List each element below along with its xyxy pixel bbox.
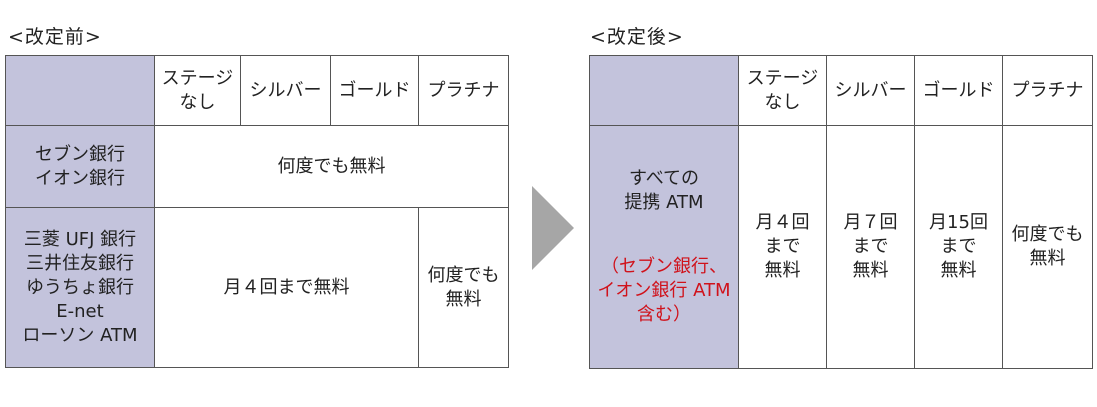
corner-cell: [589, 55, 739, 126]
right-arrow-icon: [532, 186, 574, 270]
row-label-other-banks: 三菱 UFJ 銀行 三井住友銀行 ゆうちょ銀行 E-net ローソン ATM: [5, 207, 155, 368]
before-header-row: ステージ なし シルバー ゴールド プラチナ: [5, 55, 509, 126]
after-caption: <改定後>: [590, 26, 684, 48]
after-row-all-atm: すべての 提携 ATM （セブン銀行、 イオン銀行 ATM 含む） 月４回 まで…: [589, 125, 1093, 369]
row-label-seven-aeon: セブン銀行 イオン銀行: [5, 125, 155, 208]
value-four-free: 月４回まで無料: [154, 207, 419, 368]
value-gold: 月15回 まで 無料: [914, 125, 1003, 369]
value-unlimited-free: 何度でも無料: [154, 125, 509, 208]
col-header-none: ステージ なし: [738, 55, 827, 126]
col-header-silver: シルバー: [826, 55, 915, 126]
row-label-main: すべての 提携 ATM: [624, 168, 704, 213]
value-platinum-unlimited: 何度でも 無料: [418, 207, 509, 368]
value-platinum: 何度でも 無料: [1002, 125, 1093, 369]
before-table: ステージ なし シルバー ゴールド プラチナ セブン銀行 イオン銀行 何度でも無…: [5, 55, 509, 368]
before-row-seven-aeon: セブン銀行 イオン銀行 何度でも無料: [5, 125, 509, 208]
before-row-other-banks: 三菱 UFJ 銀行 三井住友銀行 ゆうちょ銀行 E-net ローソン ATM 月…: [5, 207, 509, 368]
col-header-none: ステージ なし: [154, 55, 241, 126]
row-label-all-atm: すべての 提携 ATM （セブン銀行、 イオン銀行 ATM 含む）: [589, 125, 739, 369]
value-silver: 月７回 まで 無料: [826, 125, 915, 369]
after-table: ステージ なし シルバー ゴールド プラチナ すべての 提携 ATM （セブン銀…: [589, 55, 1093, 369]
value-none: 月４回 まで 無料: [738, 125, 827, 369]
before-caption: <改定前>: [8, 26, 102, 48]
after-header-row: ステージ なし シルバー ゴールド プラチナ: [589, 55, 1093, 126]
col-header-platinum: プラチナ: [418, 55, 509, 126]
col-header-gold: ゴールド: [330, 55, 419, 126]
col-header-platinum: プラチナ: [1002, 55, 1093, 126]
corner-cell: [5, 55, 155, 126]
row-label-note: （セブン銀行、 イオン銀行 ATM 含む）: [597, 256, 731, 325]
col-header-silver: シルバー: [240, 55, 331, 126]
col-header-gold: ゴールド: [914, 55, 1003, 126]
